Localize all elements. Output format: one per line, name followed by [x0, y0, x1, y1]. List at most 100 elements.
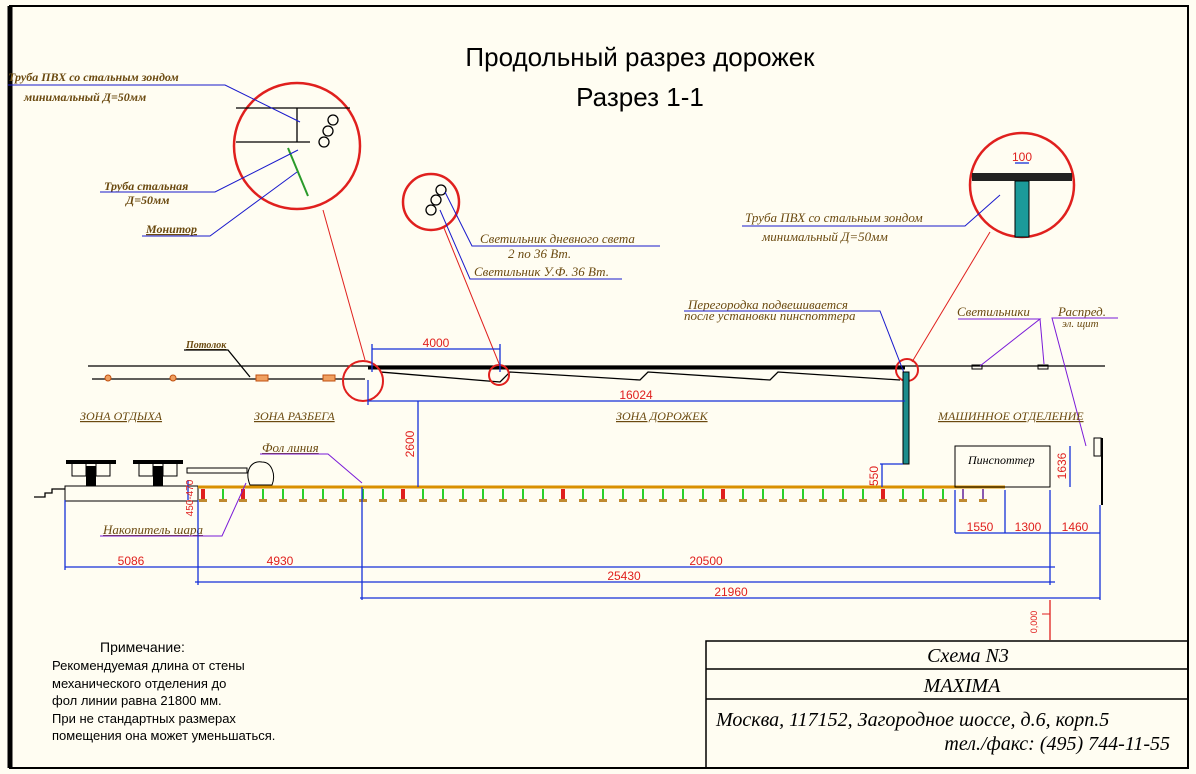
- dim-21960: 21960: [714, 585, 748, 599]
- detail-circle-right: 100: [911, 131, 1076, 363]
- lane-support-post: [721, 489, 725, 499]
- lane-support-post: [702, 489, 704, 499]
- lane-support-post: [881, 489, 885, 499]
- lane-supports: [199, 489, 987, 502]
- lane-support-base: [759, 499, 767, 502]
- company-address: Москва, 117152, Загородное шоссе, д.6, к…: [715, 709, 1109, 731]
- dim-approach-height: 450-470: [185, 479, 196, 516]
- lane-support-base: [419, 499, 427, 502]
- lane-support-post: [782, 489, 784, 499]
- lane-support-base: [919, 499, 927, 502]
- level-mark: 0,000: [1029, 611, 1039, 634]
- lane-support-post: [522, 489, 524, 499]
- dim-1636: 1636: [1055, 452, 1069, 479]
- leader-lamps-2: [1039, 318, 1045, 365]
- electrical-panel: [1093, 437, 1102, 457]
- lane-support-post: [302, 489, 304, 499]
- dim-20500: 20500: [689, 554, 723, 568]
- lane-support-post: [682, 489, 684, 499]
- zone-approach: ЗОНА РАЗБЕГА: [254, 409, 335, 423]
- lane-support-post: [401, 489, 405, 499]
- lane-support-post: [842, 489, 844, 499]
- lane-support-post: [201, 489, 205, 499]
- company-name: MAXIMA: [923, 675, 1001, 697]
- ceiling-leader: [184, 349, 251, 378]
- lane-support-base: [399, 499, 407, 502]
- leader-steel-pipe: [100, 149, 299, 193]
- lane-support-post: [282, 489, 284, 499]
- note-line: механического отделения до: [52, 676, 226, 691]
- callout-ball-return: Накопитель шара: [102, 522, 203, 537]
- note-line: При не стандартных размерах: [52, 711, 236, 726]
- lane-support-base: [499, 499, 507, 502]
- detail-marker-foul: [342, 360, 384, 402]
- lane-support-post: [462, 489, 464, 499]
- leader-monitor: [142, 171, 298, 237]
- detail-circle-left: [232, 81, 366, 361]
- lane-support-base: [239, 499, 247, 502]
- callout-panel-2: эл. щит: [1062, 318, 1099, 330]
- lane-support-base: [939, 499, 947, 502]
- lane-support-base: [779, 499, 787, 502]
- lane-support-post: [742, 489, 744, 499]
- lane-support-post: [442, 489, 444, 499]
- lane-support-base: [959, 499, 967, 502]
- dim-16024: 16024: [619, 388, 653, 402]
- note-line: фол линии равна 21800 мм.: [52, 693, 222, 708]
- dim-2600: 2600: [403, 430, 417, 457]
- zone-machine-room: МАШИННОЕ ОТДЕЛЕНИЕ: [937, 409, 1084, 423]
- callout-pvc-pipe-left-size: минимальный Д=50мм: [23, 90, 146, 104]
- callout-partition-note: после установки пинспоттера: [684, 308, 856, 323]
- lane-support-post: [922, 489, 924, 499]
- lane-support-post: [422, 489, 424, 499]
- dim-1300: 1300: [1015, 520, 1042, 534]
- lane-support-base: [459, 499, 467, 502]
- lane-support-base: [719, 499, 727, 502]
- lane-support-post: [822, 489, 824, 499]
- ceiling-line: [88, 364, 1105, 383]
- lane-support-post: [902, 489, 904, 499]
- pinspotter-box: [954, 445, 1051, 488]
- lane-support-post: [382, 489, 384, 499]
- lane-support-base: [439, 499, 447, 502]
- detail-marker-lamp: [488, 364, 510, 386]
- callout-lamps: Светильники: [957, 304, 1030, 319]
- lane-support-base: [519, 499, 527, 502]
- title-block: [705, 640, 1189, 769]
- callout-panel: Распред.: [1057, 304, 1106, 319]
- callout-pvc-pipe-right-size: минимальный Д=50мм: [761, 229, 888, 244]
- lane-support-base: [599, 499, 607, 502]
- lane-support-base: [339, 499, 347, 502]
- lane-support-base: [979, 499, 987, 502]
- lane-support-post: [962, 489, 964, 499]
- leader-partition: [684, 310, 907, 379]
- company-phone: тел./факс: (495) 744-11-55: [944, 733, 1170, 755]
- lane-support-post: [602, 489, 604, 499]
- lane-support-post: [322, 489, 324, 499]
- lane-support-base: [639, 499, 647, 502]
- lane-support-base: [219, 499, 227, 502]
- callout-pvc-pipe-right: Труба ПВХ со стальным зондом: [745, 210, 923, 225]
- lane-support-post: [762, 489, 764, 499]
- dim-1460: 1460: [1062, 520, 1089, 534]
- lane-support-post: [561, 489, 565, 499]
- dim-25430: 25430: [607, 569, 641, 583]
- lane-support-base: [739, 499, 747, 502]
- dim-1550: 1550: [967, 520, 994, 534]
- lane-support-post: [582, 489, 584, 499]
- callout-daylight-lamp: Светильник дневного света: [480, 231, 635, 246]
- lane-support-post: [982, 489, 984, 499]
- leader-foul-line: [260, 453, 363, 484]
- lane-support-post: [542, 489, 544, 499]
- callout-partition: Перегородка подвешивается: [687, 297, 848, 312]
- leader-pvc-right: [742, 194, 1001, 227]
- lane-support-base: [539, 499, 547, 502]
- drawing-frame: [9, 5, 1189, 769]
- lane-support-base: [699, 499, 707, 502]
- zone-rest: ЗОНА ОТДЫХА: [80, 409, 163, 423]
- lane-support-base: [559, 499, 567, 502]
- leader-daylight: [444, 191, 660, 247]
- lane-support-post: [862, 489, 864, 499]
- detail-circle-middle: [401, 172, 501, 367]
